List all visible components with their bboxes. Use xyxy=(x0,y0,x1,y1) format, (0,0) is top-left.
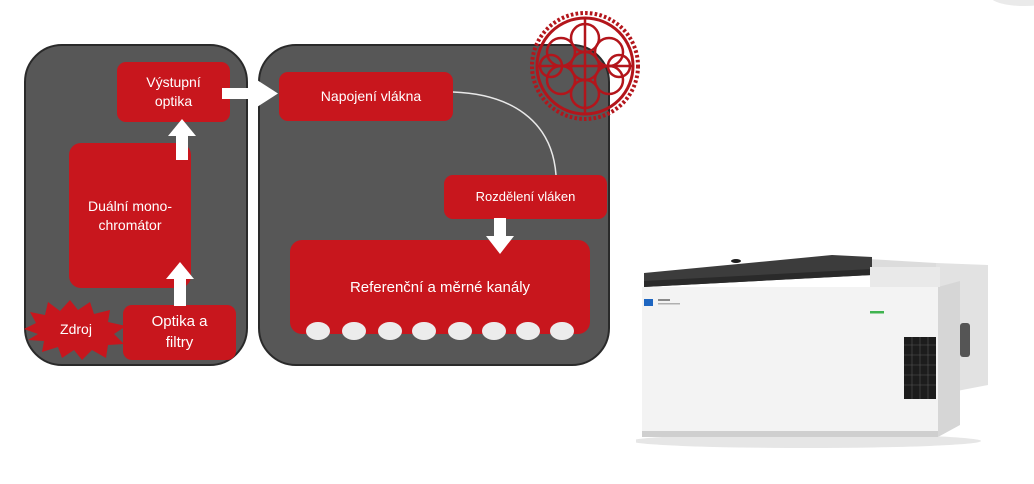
source-starburst xyxy=(24,300,126,360)
dual-monochromator-box: Duální mono- chromátor xyxy=(69,143,191,288)
corner-decoration xyxy=(992,0,1034,6)
spectrophotometer-image xyxy=(636,255,988,448)
channel-dot xyxy=(550,322,574,340)
channel-dot xyxy=(412,322,436,340)
source-label: Zdroj xyxy=(60,321,92,337)
fiber-connection-box: Napojení vlákna xyxy=(279,72,453,121)
channel-dot xyxy=(448,322,472,340)
channel-dot xyxy=(516,322,540,340)
channel-dot xyxy=(342,322,366,340)
output-optics-box: Výstupní optika xyxy=(117,62,230,122)
fiber-bundle-icon xyxy=(530,11,640,121)
channel-dot xyxy=(306,322,330,340)
optics-filters-box: Optika a filtry xyxy=(123,305,236,360)
channel-dot xyxy=(378,322,402,340)
channel-dot xyxy=(482,322,506,340)
reference-measure-channels-box: Referenční a měrné kanály xyxy=(290,240,590,334)
fiber-split-box: Rozdělení vláken xyxy=(444,175,607,219)
